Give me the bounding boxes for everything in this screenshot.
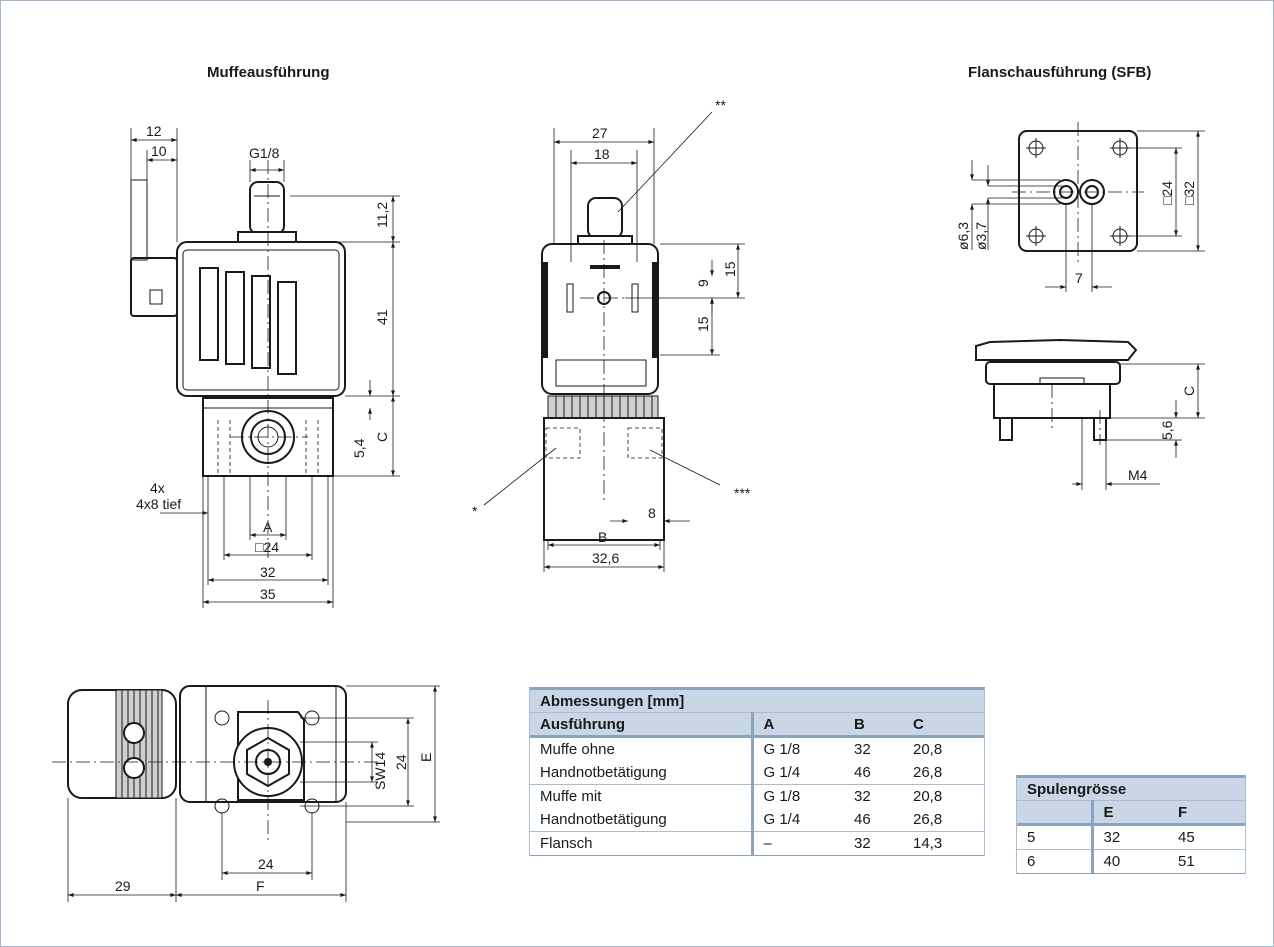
front-view: 12 10 G1/8 11,2 41 5,4 C 4x 4x8 tief A □…: [130, 123, 400, 608]
dim-dia-6-3: ø6,3: [955, 222, 971, 250]
cell: Flansch: [530, 831, 752, 856]
coil-header-size: [1017, 800, 1092, 826]
dim-27: 27: [592, 125, 608, 141]
dim-9: 9: [695, 279, 711, 287]
cell: 51: [1168, 849, 1245, 874]
dim-15-upper: 15: [722, 261, 738, 277]
rib-lines: [555, 396, 653, 418]
cell: 14,3: [903, 831, 984, 856]
dim-5-4: 5,4: [351, 438, 367, 458]
dim-12: 12: [146, 123, 162, 139]
coil-header-f: F: [1168, 800, 1245, 826]
coil-header-e: E: [1090, 800, 1168, 826]
dim-g18: G1/8: [249, 145, 280, 161]
dim-sw14: SW14: [372, 752, 388, 790]
note-single-star: *: [472, 503, 478, 519]
cell: G 1/4: [750, 761, 844, 785]
cell: 46: [844, 808, 903, 832]
cell: Muffe mit: [530, 784, 752, 808]
dim-header-version: Ausführung: [530, 712, 752, 738]
dim-a: A: [263, 519, 273, 535]
coil-table-title: Spulengrösse: [1017, 778, 1245, 801]
dimensions-table: Abmessungen [mm] Ausführung A B C Muffe …: [529, 687, 985, 856]
heading-socket-version: Muffeausführung: [207, 64, 330, 81]
dim-4x: 4x: [150, 480, 165, 496]
cell: –: [750, 831, 844, 856]
dim-square-24-flange: □24: [1159, 181, 1175, 205]
dim-11-2: 11,2: [374, 202, 390, 228]
coil-size-table: Spulengrösse E F 5 32 45 6 40 51: [1016, 775, 1246, 874]
bottom-view: SW14 24 E 24 29 F: [52, 685, 440, 902]
cell: 32: [844, 736, 903, 761]
flange-top-view: ø6,3 ø3,7 □24 □32 7: [955, 122, 1205, 292]
plug-rib-lines: [121, 690, 159, 798]
cell: 20,8: [903, 736, 984, 761]
dim-8: 8: [648, 505, 656, 521]
cell: 26,8: [903, 808, 984, 832]
cell: Handnotbetätigung: [530, 761, 752, 785]
cell: 5: [1017, 824, 1092, 850]
dim-square-24: □24: [255, 539, 279, 555]
note-double-star: **: [715, 97, 726, 113]
table-row: Handnotbetätigung G 1/4 46 26,8: [530, 761, 984, 785]
dim-dia-3-7: ø3,7: [973, 222, 989, 250]
dim-29: 29: [115, 878, 131, 894]
flange-side-view: C 5,6 M4: [975, 338, 1205, 490]
dim-7: 7: [1075, 270, 1083, 286]
dim-header-a: A: [750, 712, 844, 738]
dimensions-table-title: Abmessungen [mm]: [530, 690, 984, 713]
table-row: Muffe mit G 1/8 32 20,8: [530, 784, 984, 808]
dim-c-flange: C: [1181, 386, 1197, 396]
dim-header-b: B: [844, 712, 903, 738]
dim-c: C: [374, 432, 390, 442]
dim-18: 18: [594, 146, 610, 162]
table-row: Flansch – 32 14,3: [530, 831, 984, 856]
dim-15-lower: 15: [695, 316, 711, 332]
dim-square-32-flange: □32: [1181, 181, 1197, 205]
side-view: 27 18 ** * *** 15 9 15 8 B 32,6: [472, 97, 751, 572]
cell: Handnotbetätigung: [530, 808, 752, 832]
cell: Muffe ohne: [530, 736, 752, 761]
cell: 20,8: [903, 784, 984, 808]
dim-f: F: [256, 878, 265, 894]
dim-24-bottom: 24: [393, 754, 409, 770]
dim-4x8-tief: 4x8 tief: [136, 496, 181, 512]
dim-m4: M4: [1128, 467, 1148, 483]
heading-flange-version: Flanschausführung (SFB): [968, 64, 1152, 81]
note-triple-star: ***: [734, 485, 751, 501]
cell: G 1/4: [750, 808, 844, 832]
dim-35: 35: [260, 586, 276, 602]
cell: 32: [844, 831, 903, 856]
cell: G 1/8: [750, 784, 844, 808]
cell: 40: [1090, 849, 1168, 874]
dim-32-6: 32,6: [592, 550, 619, 566]
cell: 26,8: [903, 761, 984, 785]
cell: 45: [1168, 824, 1245, 850]
dim-e: E: [418, 753, 434, 762]
dim-41: 41: [374, 309, 390, 325]
table-row: 5 32 45: [1017, 824, 1245, 850]
table-row: Muffe ohne G 1/8 32 20,8: [530, 736, 984, 761]
table-row: Handnotbetätigung G 1/4 46 26,8: [530, 808, 984, 832]
dim-32: 32: [260, 564, 276, 580]
dim-header-c: C: [903, 712, 984, 738]
cell: 32: [844, 784, 903, 808]
dim-b: B: [598, 529, 607, 545]
dim-5-6: 5,6: [1159, 420, 1175, 440]
cell: G 1/8: [750, 736, 844, 761]
cell: 6: [1017, 849, 1092, 874]
cell: 46: [844, 761, 903, 785]
table-row: 6 40 51: [1017, 849, 1245, 874]
dim-24-horizontal: 24: [258, 856, 274, 872]
dim-10: 10: [151, 143, 167, 159]
cell: 32: [1090, 824, 1168, 850]
